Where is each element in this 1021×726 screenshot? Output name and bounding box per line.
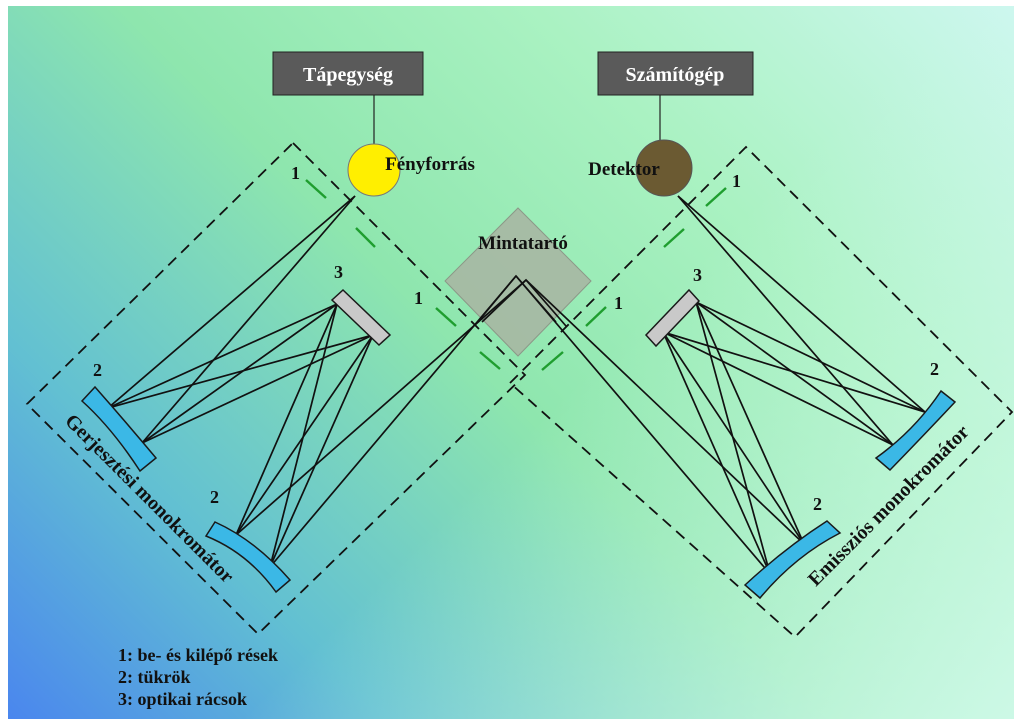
emission-monochromator-outline xyxy=(508,145,1014,639)
sample-holder xyxy=(444,207,592,357)
grating-excitation xyxy=(330,288,392,347)
grating-emission xyxy=(644,288,701,348)
slit-excitation-entry-a xyxy=(305,179,327,199)
slit-emission-exit-a xyxy=(663,228,685,248)
mirror-excitation-lower xyxy=(204,521,292,594)
emission-monochromator-label: Emissziós monokromátor xyxy=(804,421,974,591)
mirror-emission-upper xyxy=(874,389,957,472)
slit-number-label: 1 xyxy=(414,288,423,308)
slit-excitation-exit-a xyxy=(435,307,457,327)
slit-excitation-entry-b xyxy=(355,227,376,248)
mirror-emission-lower xyxy=(743,520,842,600)
legend-line-mirrors: 2: tükrök xyxy=(118,667,191,687)
slit-emission-exit-b xyxy=(705,187,727,207)
slits xyxy=(305,179,727,371)
light-source-lamp xyxy=(347,143,401,197)
light-source-label: Fényforrás xyxy=(385,154,475,175)
mirror-number-label: 2 xyxy=(210,487,219,507)
mirrors xyxy=(80,385,957,600)
legend: 1: be- és kilépő rések 2: tükrök 3: opti… xyxy=(118,645,278,709)
grating-number-label: 3 xyxy=(334,262,343,282)
detector-label: Detektor xyxy=(588,159,660,180)
slit-emission-entry-a xyxy=(541,351,564,371)
computer-box: Számítógép xyxy=(597,51,754,96)
excitation-monochromator-outline xyxy=(25,141,527,636)
slit-number-label: 1 xyxy=(732,171,741,191)
legend-line-slits: 1: be- és kilépő rések xyxy=(118,645,278,665)
slit-number-label: 1 xyxy=(291,163,300,183)
legend-line-gratings: 3: optikai rácsok xyxy=(118,689,247,709)
power-supply-box: Tápegység xyxy=(272,51,424,96)
computer-label: Számítógép xyxy=(626,64,725,86)
slit-emission-entry-b xyxy=(585,306,607,327)
mirror-number-label: 2 xyxy=(930,359,939,379)
power-supply-label: Tápegység xyxy=(303,64,393,86)
light-rays xyxy=(107,195,926,575)
sample-holder-label: Mintatartó xyxy=(478,233,568,254)
detector-sensor xyxy=(635,139,693,197)
background-gradient xyxy=(8,6,1014,719)
mirror-number-label: 2 xyxy=(93,360,102,380)
mirror-number-label: 2 xyxy=(813,494,822,514)
slit-excitation-exit-b xyxy=(479,351,501,370)
grating-number-label: 3 xyxy=(693,265,702,285)
slit-number-label: 1 xyxy=(614,293,623,313)
mirror-excitation-upper xyxy=(80,385,158,473)
